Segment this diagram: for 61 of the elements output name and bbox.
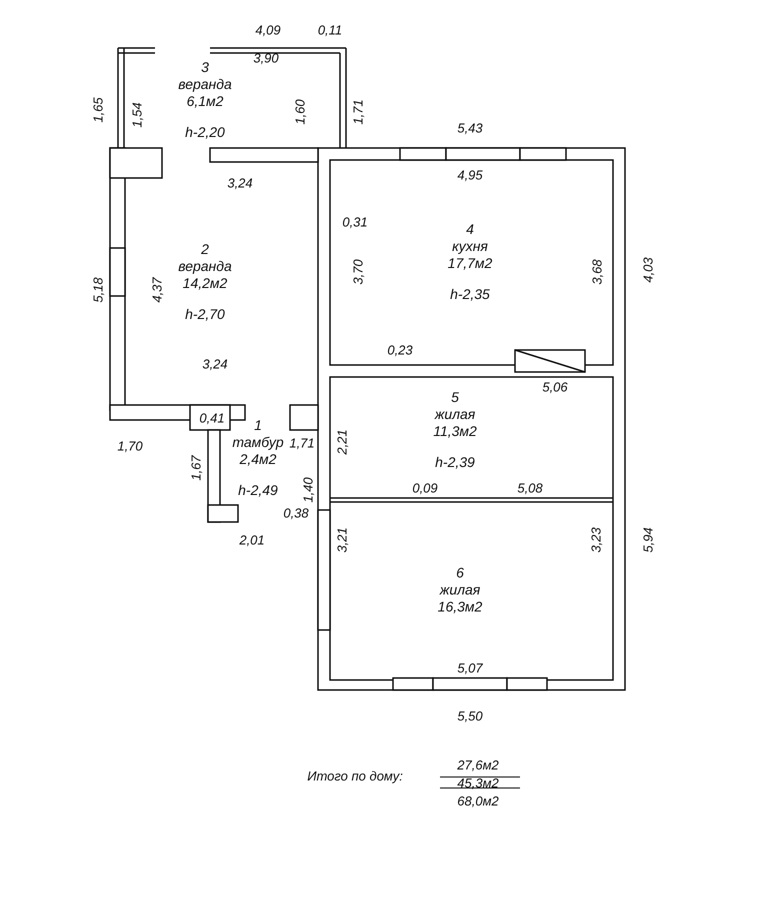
dimension-label: 5,06 <box>542 380 568 394</box>
room-number: 1 <box>254 417 262 434</box>
dimension-label: 1,67 <box>188 455 204 481</box>
dimension-label: 0,41 <box>199 410 225 426</box>
dimension-label: 1,70 <box>117 438 143 454</box>
dimension-label: 4,03 <box>640 257 656 283</box>
dimension-label: 3,23 <box>588 527 604 553</box>
area-total: 27,6м2 <box>457 758 499 772</box>
room-number: 2 <box>201 241 209 258</box>
room-area: 11,3м2 <box>433 423 477 440</box>
room-name: веранда <box>178 76 232 93</box>
room-number: 3 <box>201 59 209 76</box>
dimension-label: 1,65 <box>90 97 106 123</box>
dimension-label: 5,08 <box>517 480 543 496</box>
total-label: Итого по дому: <box>307 768 403 784</box>
room-area: 17,7м2 <box>448 255 492 272</box>
dimension-label: 4,95 <box>457 168 483 182</box>
dimension-label: 5,18 <box>90 277 106 303</box>
dimension-label: 2,21 <box>334 429 350 455</box>
dimension-label: 1,40 <box>300 477 316 503</box>
area-total: 68,0м2 <box>457 794 499 808</box>
dimension-label: 0,38 <box>283 506 309 520</box>
dimension-label: 3,24 <box>202 356 228 372</box>
dimension-label: 2,01 <box>239 532 265 548</box>
dimension-label: 4,09 <box>255 22 281 38</box>
room-area: 16,3м2 <box>438 598 482 616</box>
room-area: 14,2м2 <box>182 275 228 292</box>
dimension-label: 0,11 <box>318 22 342 38</box>
room-number: 5 <box>451 389 459 406</box>
dimension-label: 3,68 <box>590 259 604 285</box>
dimension-label: 1,60 <box>292 99 308 125</box>
dimension-label: 3,24 <box>227 176 253 190</box>
room-name: жилая <box>434 406 476 423</box>
dimension-label: 5,43 <box>457 120 483 136</box>
room-height: h-2,70 <box>185 306 225 323</box>
room-area: 6,1м2 <box>186 93 224 110</box>
room-name: кухня <box>452 238 488 255</box>
room-name: тамбур <box>232 434 284 451</box>
dimension-label: 5,94 <box>640 527 656 553</box>
dimension-label: 1,54 <box>130 102 144 128</box>
room-name: жилая <box>440 582 480 598</box>
room-height: h-2,39 <box>435 454 475 471</box>
dimension-label: 1,71 <box>289 436 315 450</box>
dimension-label: 5,50 <box>457 708 483 724</box>
room-name: веранда <box>178 258 232 275</box>
area-total: 45,3м2 <box>457 776 499 790</box>
dimension-label: 0,09 <box>412 480 438 496</box>
room-number: 4 <box>466 221 474 238</box>
dimension-label: 1,71 <box>350 99 366 125</box>
dimension-label: 3,90 <box>253 50 279 66</box>
dimension-label: 5,07 <box>457 660 483 676</box>
dimension-label: 4,37 <box>150 277 164 303</box>
room-height: h-2,20 <box>185 124 225 141</box>
room-area: 2,4м2 <box>240 451 276 468</box>
dimension-label: 0,23 <box>387 342 413 358</box>
room-height: h-2,49 <box>238 482 278 499</box>
dimension-label: 3,70 <box>350 259 366 285</box>
room-height: h-2,35 <box>450 286 490 303</box>
dimension-label: 3,21 <box>334 527 350 553</box>
dimension-label: 0,31 <box>342 214 368 230</box>
room-number: 6 <box>456 564 464 582</box>
